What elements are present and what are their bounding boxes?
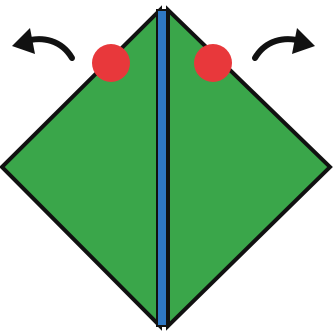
right-marker-group (194, 44, 232, 82)
right-marker-dot (194, 44, 232, 82)
center-crease (157, 10, 167, 326)
left-marker-group (92, 44, 130, 82)
left-marker-dot (92, 44, 130, 82)
